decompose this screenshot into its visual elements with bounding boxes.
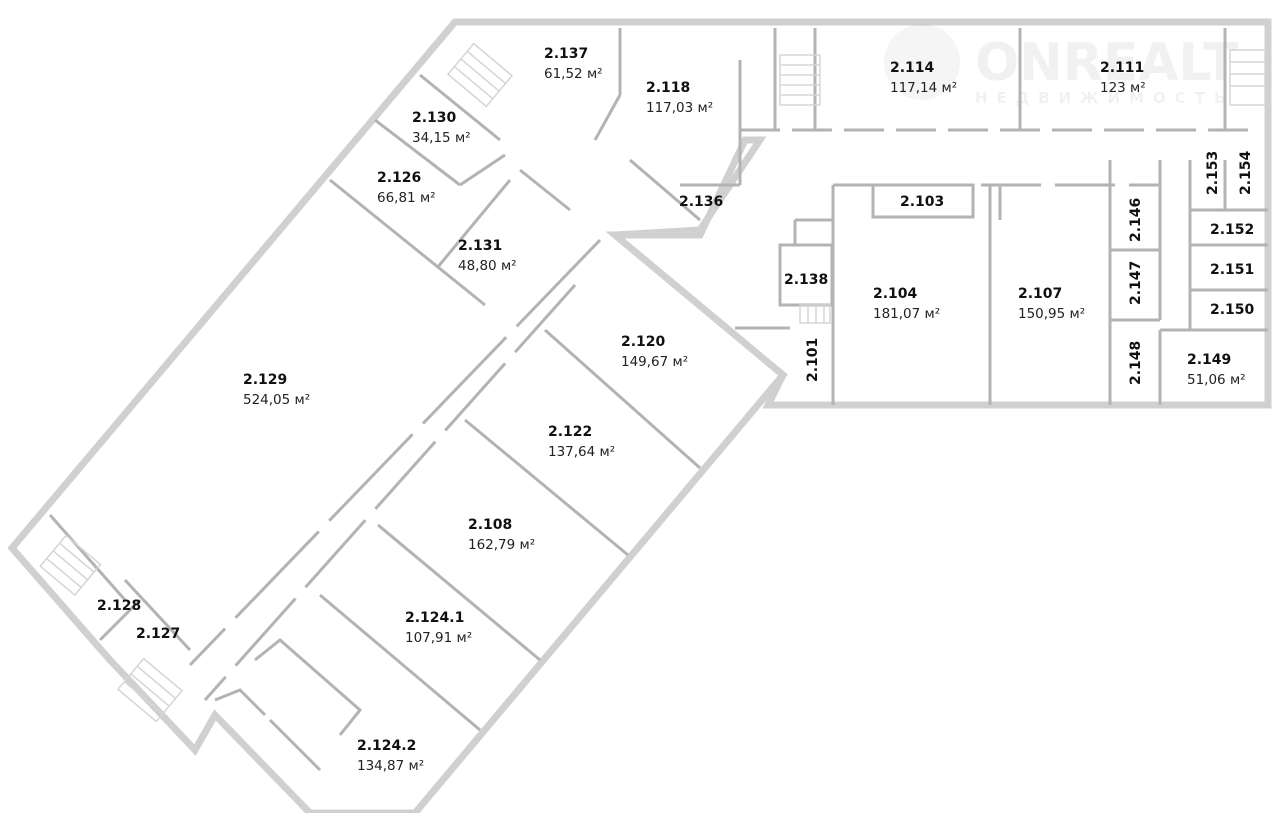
- room-area: 149,67 м²: [621, 354, 688, 370]
- room-number: 2.101: [805, 338, 821, 382]
- room-number: 2.118: [646, 80, 690, 96]
- room-2.122: 2.122 137,64 м²: [548, 424, 615, 460]
- room-number: 2.131: [458, 238, 502, 254]
- room-2.103: 2.103: [900, 194, 944, 210]
- room-2.148: 2.148: [1128, 341, 1144, 385]
- room-2.127: 2.127: [136, 626, 180, 642]
- room-area: 162,79 м²: [468, 537, 535, 553]
- room-2.118: 2.118 117,03 м²: [646, 80, 713, 116]
- room-2.107: 2.107 150,95 м²: [1018, 286, 1085, 322]
- room-number: 2.108: [468, 517, 512, 533]
- room-area: 107,91 м²: [405, 630, 472, 646]
- room-number: 2.147: [1128, 261, 1144, 305]
- room-area: 524,05 м²: [243, 392, 310, 408]
- room-area: 117,03 м²: [646, 100, 713, 116]
- room-2.149: 2.149 51,06 м²: [1187, 352, 1246, 388]
- room-2.101: 2.101: [805, 338, 821, 382]
- room-area: 61,52 м²: [544, 66, 603, 82]
- room-area: 150,95 м²: [1018, 306, 1085, 322]
- room-area: 137,64 м²: [548, 444, 615, 460]
- room-number: 2.103: [900, 194, 944, 210]
- room-2.114: 2.114 117,14 м²: [890, 60, 957, 96]
- room-area: 134,87 м²: [357, 758, 424, 774]
- room-area: 181,07 м²: [873, 306, 940, 322]
- room-number: 2.136: [679, 194, 723, 210]
- room-area: 66,81 м²: [377, 190, 436, 206]
- watermark-subtitle: НЕДВИЖИМОСТЬ: [975, 89, 1234, 107]
- room-2.136: 2.136: [679, 194, 723, 210]
- room-number: 2.150: [1210, 302, 1255, 318]
- room-2.128: 2.128: [97, 598, 141, 614]
- room-area: 34,15 м²: [412, 130, 471, 146]
- room-2.147: 2.147: [1128, 261, 1144, 305]
- room-2.146: 2.146: [1128, 198, 1144, 242]
- room-2.137: 2.137 61,52 м²: [544, 46, 603, 82]
- room-number: 2.151: [1210, 262, 1254, 278]
- room-number: 2.153: [1205, 151, 1221, 195]
- room-2.138: 2.138: [784, 272, 828, 288]
- room-number: 2.130: [412, 110, 457, 126]
- room-number: 2.152: [1210, 222, 1254, 238]
- room-area: 123 м²: [1100, 80, 1146, 96]
- room-2.129: 2.129 524,05 м²: [243, 372, 310, 408]
- room-2.124.1: 2.124.1 107,91 м²: [405, 610, 472, 646]
- room-2.104: 2.104 181,07 м²: [873, 286, 940, 322]
- room-number: 2.122: [548, 424, 592, 440]
- room-area: 117,14 м²: [890, 80, 957, 96]
- room-number: 2.111: [1100, 60, 1144, 76]
- room-2.124.2: 2.124.2 134,87 м²: [357, 738, 424, 774]
- room-2.152: 2.152: [1210, 222, 1254, 238]
- room-number: 2.114: [890, 60, 935, 76]
- room-number: 2.148: [1128, 341, 1144, 385]
- room-2.154: 2.154: [1238, 150, 1254, 195]
- room-area: 51,06 м²: [1187, 372, 1246, 388]
- room-number: 2.146: [1128, 198, 1144, 242]
- room-area: 48,80 м²: [458, 258, 517, 274]
- room-2.111: 2.111 123 м²: [1100, 60, 1146, 96]
- room-number: 2.129: [243, 372, 287, 388]
- room-2.150: 2.150: [1210, 302, 1255, 318]
- room-number: 2.107: [1018, 286, 1062, 302]
- room-number: 2.124.1: [405, 610, 464, 626]
- room-2.108: 2.108 162,79 м²: [468, 517, 535, 553]
- room-number: 2.138: [784, 272, 828, 288]
- room-number: 2.154: [1238, 150, 1254, 195]
- room-number: 2.137: [544, 46, 588, 62]
- room-number: 2.126: [377, 170, 421, 186]
- room-number: 2.104: [873, 286, 918, 302]
- room-2.131: 2.131 48,80 м²: [458, 238, 517, 274]
- building-outline: [7, 18, 1272, 813]
- room-number: 2.124.2: [357, 738, 416, 754]
- stairs-icon: [39, 42, 1266, 723]
- room-2.126: 2.126 66,81 м²: [377, 170, 436, 206]
- room-number: 2.149: [1187, 352, 1231, 368]
- room-2.153: 2.153: [1205, 151, 1221, 195]
- watermark-logo-icon: [884, 24, 960, 100]
- room-number: 2.128: [97, 598, 141, 614]
- room-number: 2.120: [621, 334, 666, 350]
- room-labels: 2.137 61,52 м² 2.118 117,03 м² 2.114 117,14 м…: [97, 46, 1255, 774]
- interior-walls: [48, 28, 1268, 772]
- room-2.120: 2.120 149,67 м²: [621, 334, 688, 370]
- room-number: 2.127: [136, 626, 180, 642]
- room-2.151: 2.151: [1210, 262, 1254, 278]
- room-2.130: 2.130 34,15 м²: [412, 110, 471, 146]
